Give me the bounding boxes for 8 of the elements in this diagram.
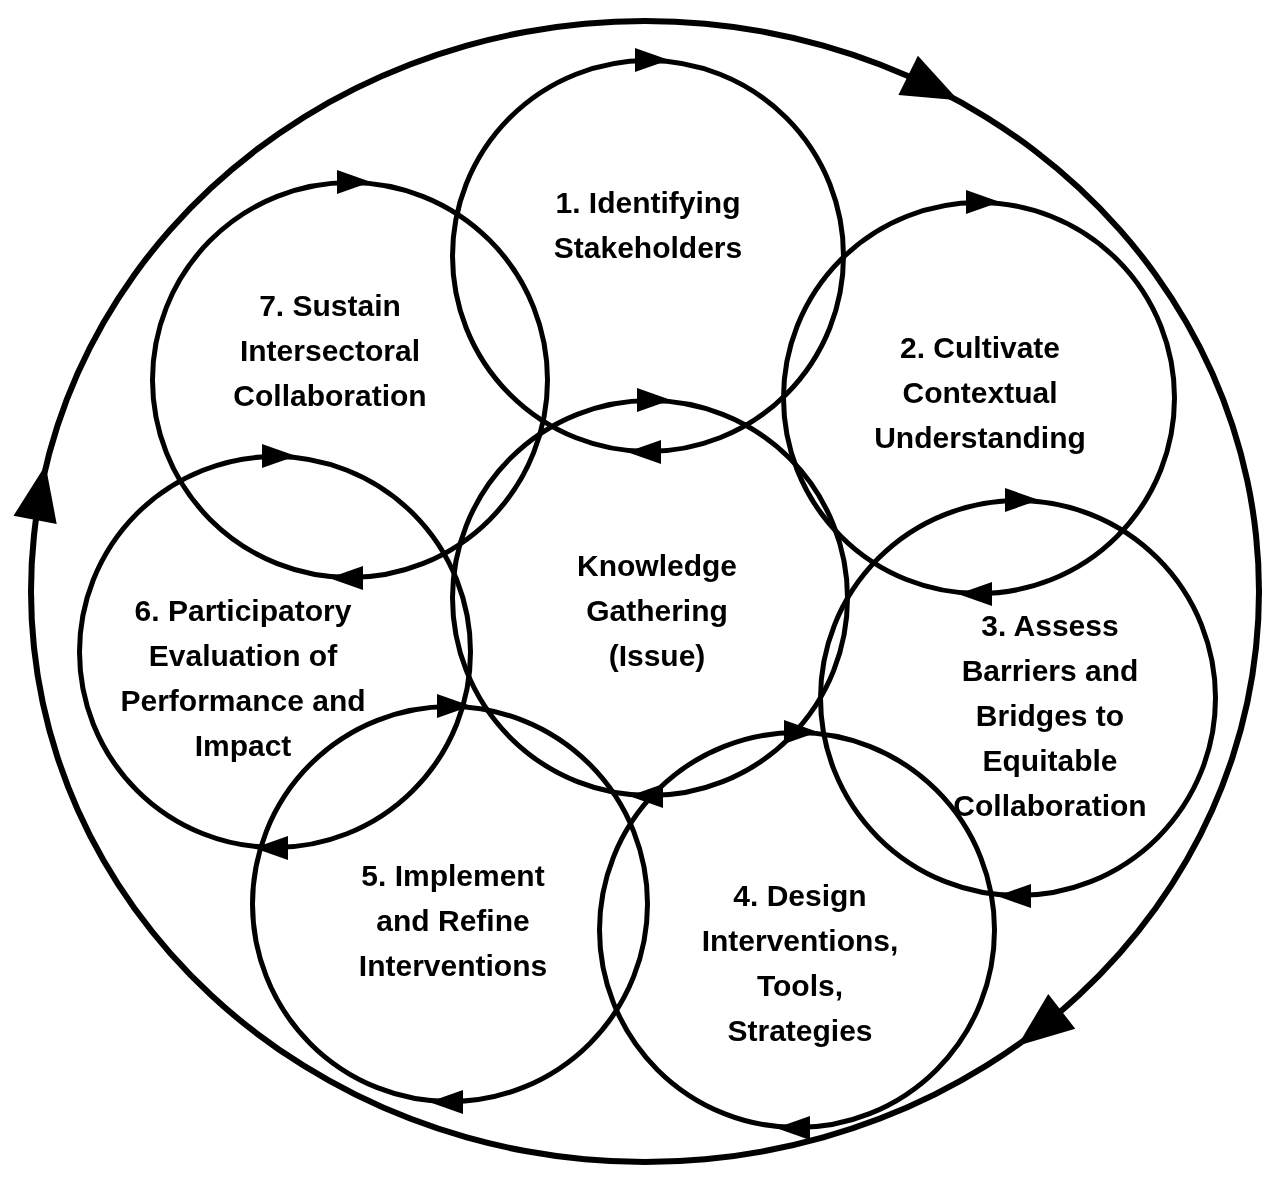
step-label: Knowledge Gathering (Issue) [576, 548, 738, 674]
step-label: 6. Participatory Evaluation of Performance and Impact [119, 593, 367, 764]
step-label: 4. Design Interventions, Tools, Strategies [700, 878, 900, 1049]
step-label: 1. Identifying Stakeholders [552, 185, 744, 266]
step-label: 7. Sustain Intersectoral Collaboration [232, 288, 428, 414]
step-label: 5. Implement and Refine Interventions [357, 858, 549, 984]
step-label: 3. Assess Barriers and Bridges to Equitable Collaboration [952, 608, 1148, 824]
step-label: 2. Cultivate Contextual Understanding [873, 330, 1087, 456]
